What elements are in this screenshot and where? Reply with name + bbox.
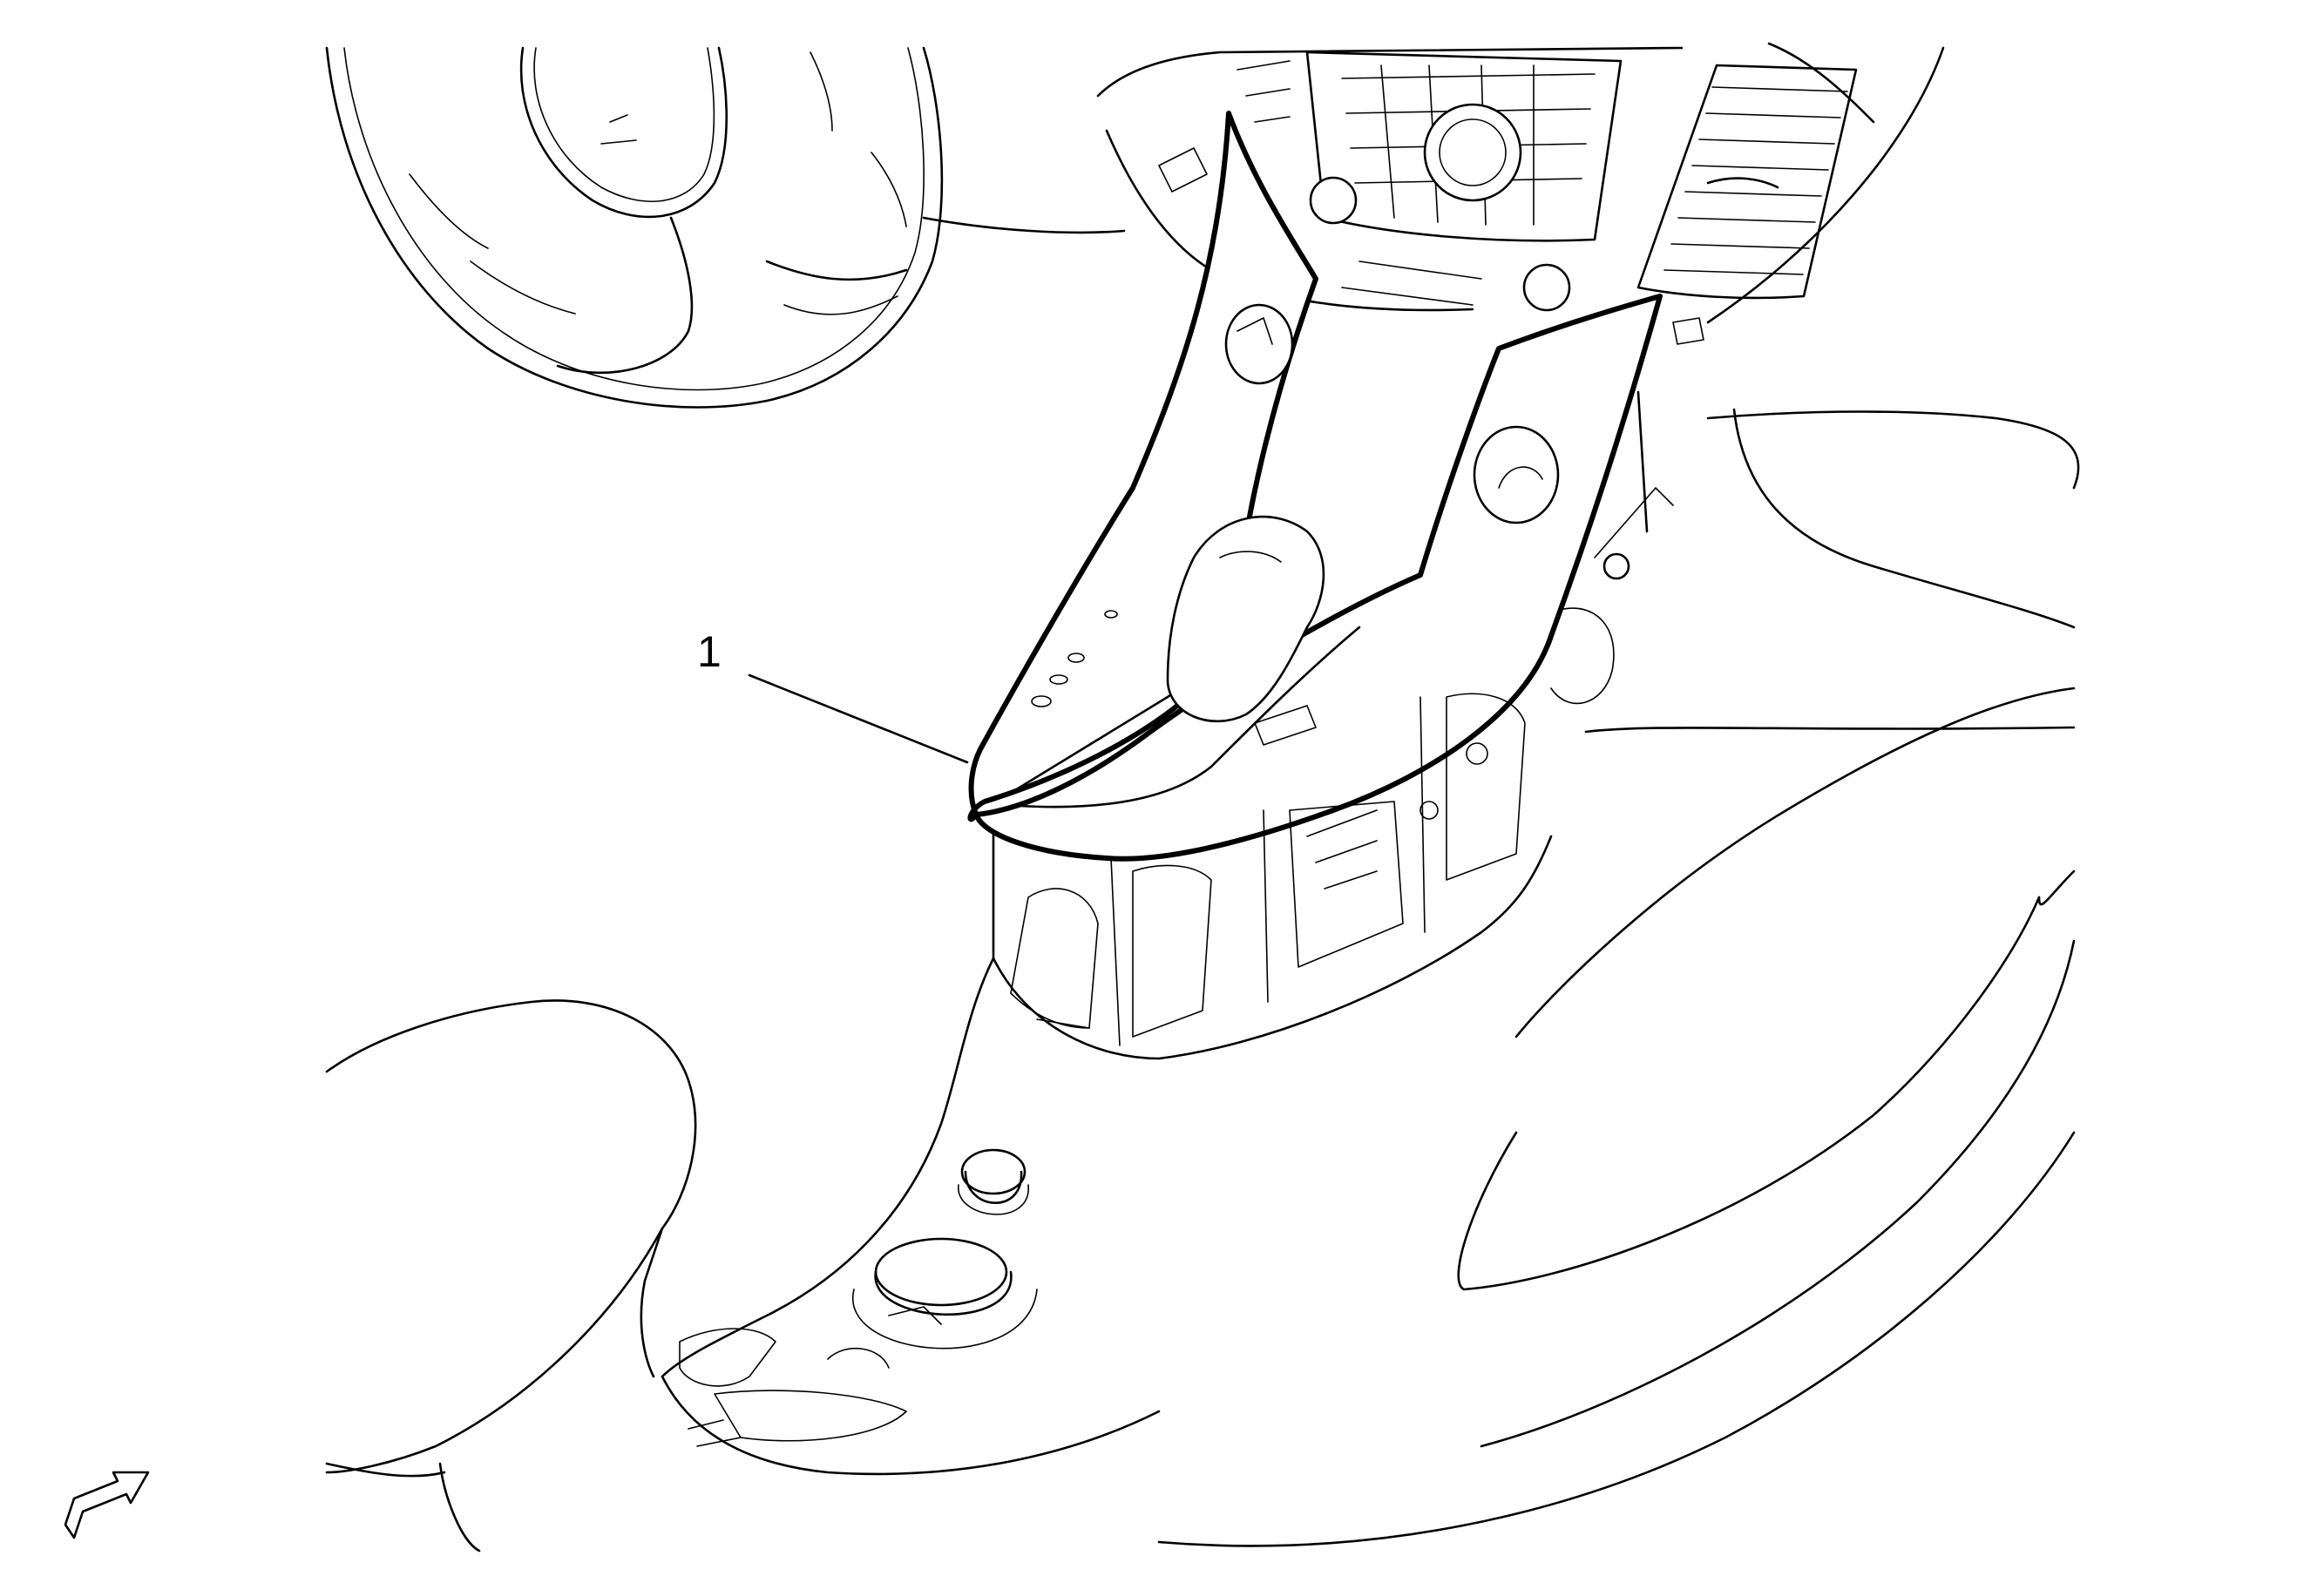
console-trim-plate: [967, 111, 1663, 862]
passenger-dash: [1157, 408, 2080, 1547]
rear-console: [325, 957, 1161, 1553]
callout-1-label: 1: [697, 627, 722, 676]
callout-1: 1: [697, 627, 969, 764]
air-vent: [1636, 42, 1945, 345]
steering-wheel: [325, 46, 1126, 409]
center-stack: [1096, 46, 1684, 312]
console-body: [992, 390, 1674, 1060]
front-view-arrow-icon: [64, 1471, 150, 1539]
